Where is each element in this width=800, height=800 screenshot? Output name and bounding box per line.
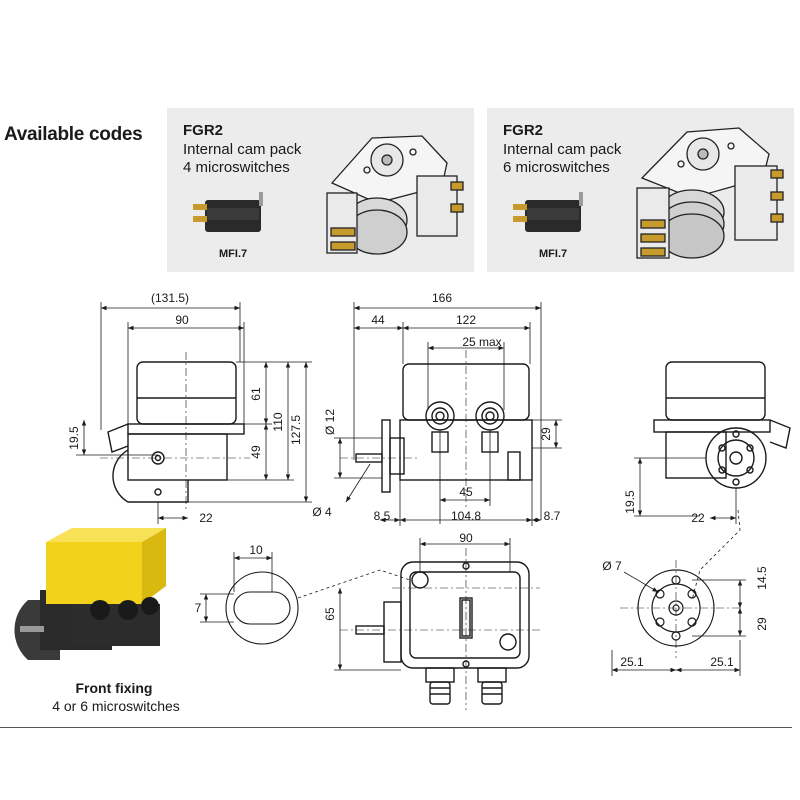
dim-61: 61 — [249, 387, 263, 401]
cam-pack-icon — [636, 127, 784, 259]
right-side-view — [653, 361, 791, 489]
dim-14-5: 14.5 — [755, 566, 769, 590]
top-view — [355, 561, 530, 705]
dim-8-5: 8.5 — [374, 509, 391, 523]
dim-166: 166 — [432, 291, 452, 305]
dim-19-5-side: 19.5 — [67, 426, 81, 450]
card-description: Internal cam pack — [183, 141, 302, 158]
dim-dia-4: Ø 4 — [312, 505, 332, 519]
side-view-dimensions — [76, 302, 312, 524]
flange-dimensions — [611, 571, 746, 676]
dim-slot-7: 7 — [195, 601, 202, 615]
dim-90-top: 90 — [459, 531, 473, 545]
dim-25-1-right: 25.1 — [710, 655, 734, 669]
dim-122: 122 — [456, 313, 476, 327]
dim-49: 49 — [249, 445, 263, 459]
cam-pack-4-illustration — [193, 135, 464, 255]
front-fixing-photo — [14, 528, 166, 660]
switch-label: MFI.7 — [219, 248, 248, 260]
front-fixing-title: Front fixing — [75, 680, 153, 696]
dim-8-7: 8.7 — [544, 509, 561, 523]
dim-25-1-left: 25.1 — [620, 655, 644, 669]
slot-detail-dimensions — [200, 552, 273, 623]
cam-pack-icon — [326, 135, 464, 255]
top-view-dimensions — [334, 538, 511, 671]
card-switch-count: 6 microswitches — [503, 159, 610, 176]
technical-drawing: (131.5) 90 19.5 61 49 110 127.5 22 — [14, 291, 791, 710]
dim-25-max: 25 max — [462, 335, 501, 349]
dim-44: 44 — [371, 313, 385, 327]
dim-flange-29: 29 — [755, 617, 769, 631]
dim-22-right: 22 — [691, 511, 705, 525]
dim-90-side: 90 — [175, 313, 189, 327]
front-fixing-subtitle: 4 or 6 microswitches — [52, 698, 180, 714]
right-view-dimensions — [634, 457, 737, 524]
dim-22-side: 22 — [199, 511, 213, 525]
front-view-centerlines — [340, 350, 467, 510]
dim-131-5: (131.5) — [151, 291, 189, 305]
dim-65: 65 — [323, 607, 337, 621]
front-view — [355, 363, 533, 493]
code-card-6-switches[interactable]: FGR2 Internal cam pack 6 microswitches M… — [487, 108, 794, 272]
microswitch-icon — [513, 192, 583, 232]
available-codes-heading: Available codes — [4, 124, 143, 145]
card-code: FGR2 — [183, 122, 224, 139]
front-view-dimensions — [334, 302, 562, 526]
card-switch-count: 4 microswitches — [183, 159, 290, 176]
code-card-4-switches[interactable]: FGR2 Internal cam pack 4 microswitches M… — [167, 108, 474, 272]
dim-127-5: 127.5 — [289, 415, 303, 445]
dim-19-5-right: 19.5 — [623, 490, 637, 514]
dim-slot-10: 10 — [249, 543, 263, 557]
dim-104-8: 104.8 — [451, 509, 481, 523]
dim-dia-12: Ø 12 — [323, 409, 337, 435]
side-view-centerlines — [100, 352, 250, 510]
card-description: Internal cam pack — [503, 141, 622, 158]
dim-110: 110 — [271, 412, 285, 431]
slot-detail — [225, 571, 299, 645]
microswitch-icon — [193, 192, 263, 232]
switch-label: MFI.7 — [539, 248, 568, 260]
bottom-divider — [0, 727, 792, 728]
top-view-centerlines — [340, 548, 540, 710]
dim-flange-dia-7: Ø 7 — [602, 559, 622, 573]
detail-leader — [691, 509, 741, 601]
dim-29-front: 29 — [539, 427, 553, 441]
cam-pack-6-illustration — [513, 127, 784, 259]
slot-leader — [297, 569, 411, 599]
card-code: FGR2 — [503, 122, 544, 139]
dim-45: 45 — [459, 485, 473, 499]
flange-centerlines — [620, 560, 740, 658]
